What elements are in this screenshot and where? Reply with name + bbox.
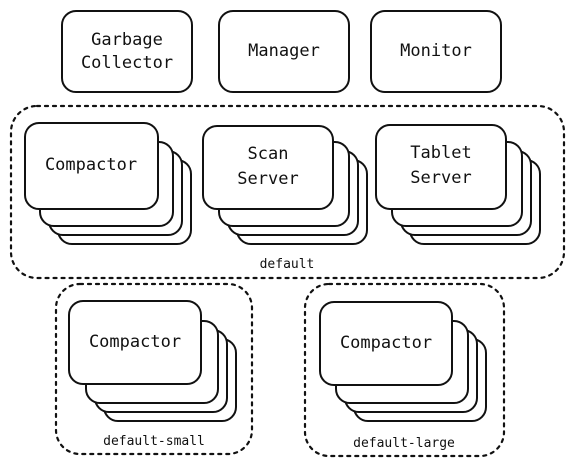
monitor-node: Monitor — [370, 10, 502, 93]
manager-label: Manager — [248, 41, 320, 61]
garbage-collector-label-line-2: Collector — [81, 53, 173, 73]
scan-server-label-line-1: Scan — [248, 144, 289, 164]
stack-compactor: Compactor — [68, 300, 237, 422]
group-default-large-label: default-large — [353, 436, 455, 451]
group-default-small-border — [54, 282, 254, 456]
stack-compactor: Compactor — [24, 122, 192, 245]
tablet-server-label-line-1: Tablet — [410, 143, 471, 163]
group-default-small: Compactor default-small — [54, 282, 254, 456]
monitor-box — [370, 10, 502, 93]
stack-layer-1 — [319, 301, 453, 386]
stack-scan-server: Scan Server — [202, 125, 368, 245]
group-default: Compactor Scan Server Tablet Server defa… — [9, 104, 566, 280]
compactor-label: Compactor — [45, 155, 137, 175]
stack-compactor: Compactor — [319, 301, 487, 422]
group-default-small-label: default-small — [103, 434, 205, 449]
group-default-large: Compactor default-large — [303, 282, 506, 458]
garbage-collector-label-line-1: Garbage — [91, 30, 163, 50]
stack-tablet-server: Tablet Server — [375, 124, 541, 245]
compactor-label: Compactor — [89, 332, 181, 352]
group-default-label: default — [260, 257, 315, 272]
tablet-server-label-line-2: Server — [410, 168, 471, 188]
group-default-large-border — [303, 282, 506, 458]
monitor-label: Monitor — [400, 41, 472, 61]
manager-box — [218, 10, 350, 93]
garbage-collector-node: Garbage Collector — [61, 10, 193, 93]
garbage-collector-box — [61, 10, 193, 93]
stack-layer-1 — [24, 122, 159, 210]
stack-layer-1 — [375, 124, 507, 210]
stack-layer-1 — [68, 300, 202, 385]
manager-node: Manager — [218, 10, 350, 93]
compactor-label: Compactor — [340, 333, 432, 353]
group-default-border — [9, 104, 566, 280]
stack-layer-1 — [202, 125, 334, 210]
scan-server-label-line-2: Server — [237, 169, 298, 189]
